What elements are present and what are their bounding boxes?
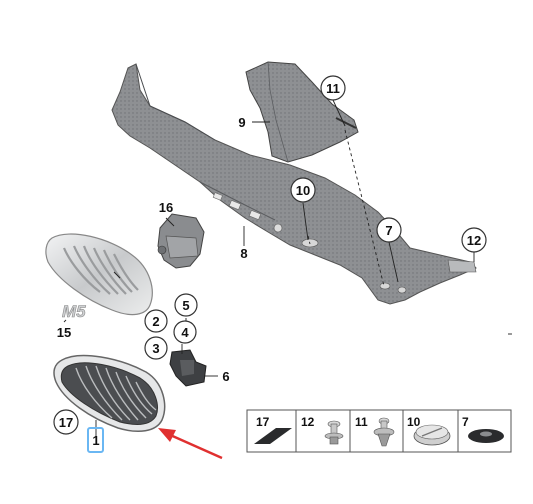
callout-12: 12 (461, 227, 487, 253)
callout-1-label: 1 (92, 433, 99, 448)
callout-8: 8 (240, 246, 247, 261)
callout-10: 10 (290, 177, 316, 203)
callout-4-label: 4 (181, 325, 189, 340)
legend-label-3: 11 (355, 415, 368, 429)
grommet-icon (468, 429, 504, 443)
legend-label-1: 17 (256, 415, 270, 429)
callout-3-label: 3 (152, 341, 159, 356)
callout-16-label: 16 (159, 200, 173, 215)
legend-label-4: 10 (407, 415, 421, 429)
foam-strip-icon (254, 428, 292, 444)
svg-text:M5: M5 (62, 302, 86, 321)
plug-cap-icon (413, 424, 451, 446)
callout-10-label: 10 (296, 183, 310, 198)
callout-3: 3 (144, 336, 168, 360)
red-arrow (158, 428, 223, 460)
callout-8-label: 8 (240, 246, 247, 261)
m5-badge[interactable]: M5 (0, 300, 87, 322)
sensor-bracket[interactable] (157, 213, 205, 269)
callout-15: 15 (57, 325, 71, 340)
callout-17-label: 17 (59, 415, 73, 430)
legend-label-5: 7 (462, 415, 469, 429)
callout-17: 17 (53, 409, 79, 435)
callout-7-main: 7 (376, 217, 402, 243)
callout-4: 4 (173, 320, 197, 344)
callout-2-label: 2 (152, 314, 159, 329)
push-clip-icon (324, 420, 344, 445)
clip-part[interactable] (169, 349, 207, 387)
callout-11-label: 11 (326, 81, 340, 96)
callout-7-label: 7 (385, 223, 392, 238)
highlight-box (87, 427, 104, 453)
callout-6: 6 (222, 369, 229, 384)
fastener-legend: 17 12 11 10 7 (246, 409, 512, 453)
callout-16: 16 (159, 200, 173, 215)
callout-2: 2 (144, 309, 168, 333)
callout-9: 9 (238, 115, 245, 130)
callout-12-label: 12 (467, 233, 481, 248)
callout-9-label: 9 (238, 115, 245, 130)
expanding-rivet-icon (373, 417, 395, 447)
callout-11: 11 (320, 75, 346, 101)
chrome-grille[interactable] (45, 233, 153, 316)
callout-6-label: 6 (222, 369, 229, 384)
callout-5: 5 (174, 293, 198, 317)
black-kidney-grille[interactable] (53, 354, 166, 433)
callout-15-label: 15 (57, 325, 71, 340)
callout-5-label: 5 (182, 298, 189, 313)
legend-label-2: 12 (301, 415, 315, 429)
air-duct-part[interactable] (245, 61, 359, 163)
callout-1: 1 (87, 427, 104, 453)
